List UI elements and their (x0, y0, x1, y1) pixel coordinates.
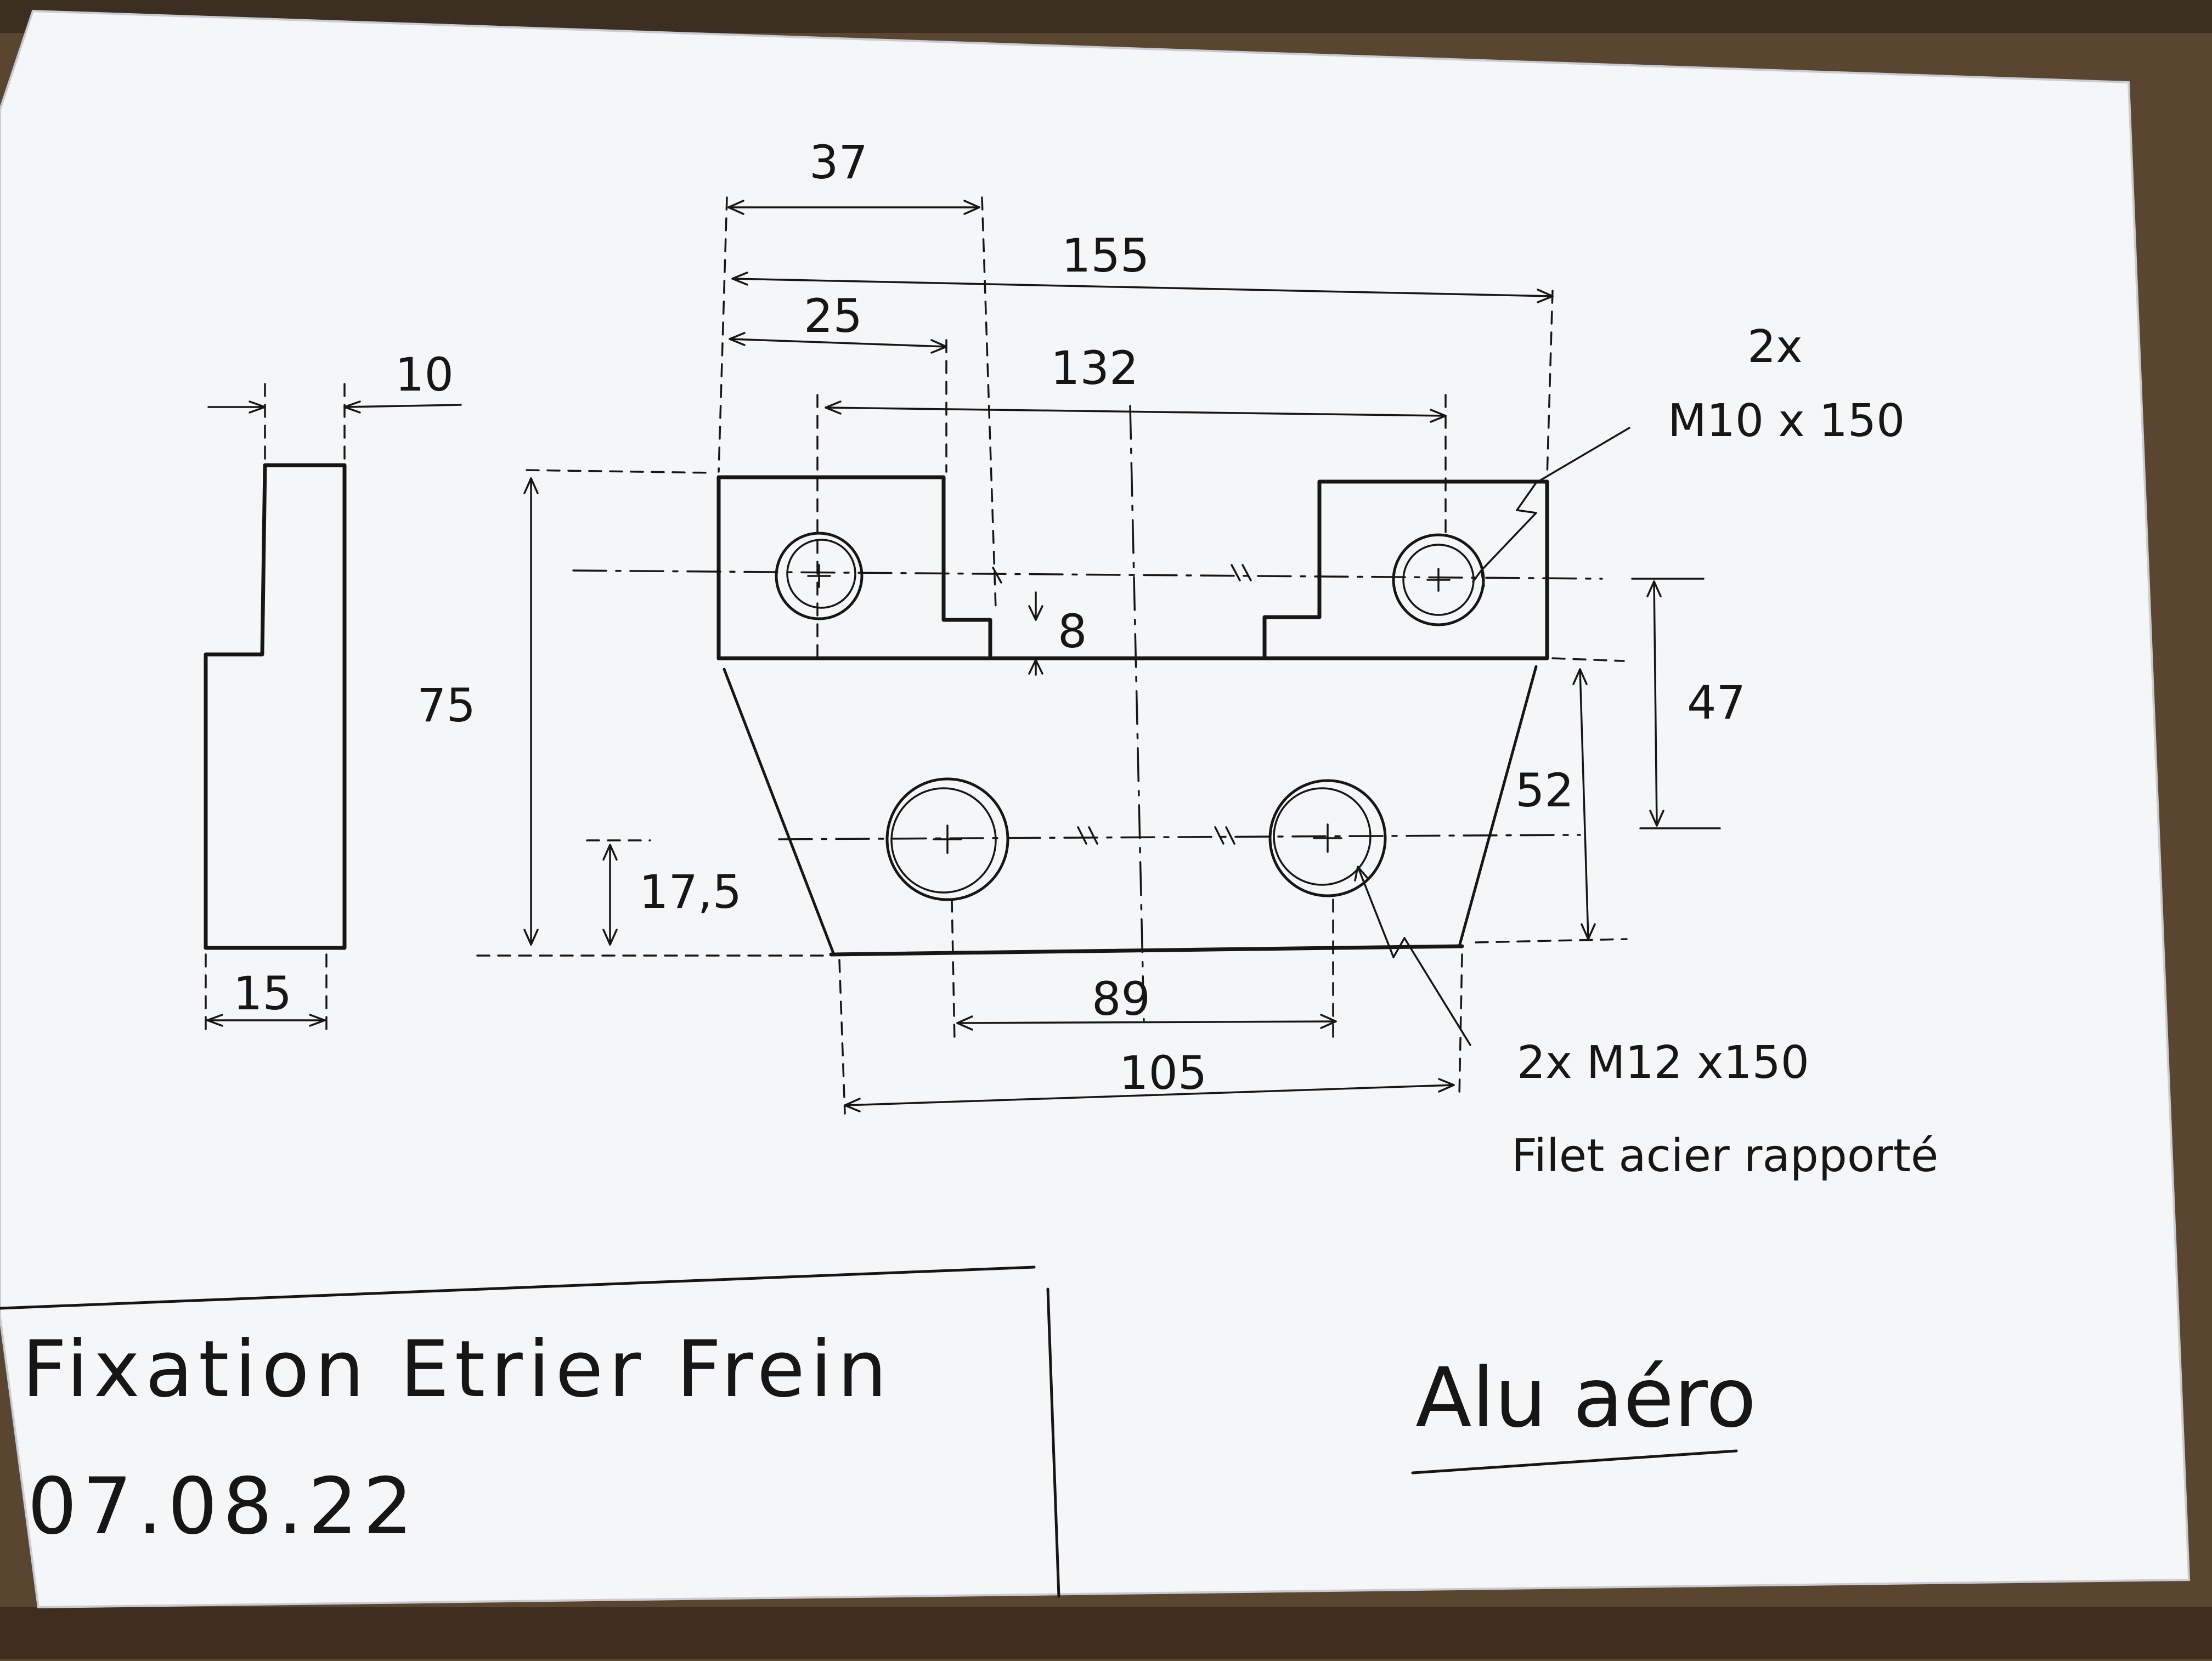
dim-52: 52 (1515, 764, 1574, 817)
dim-89: 89 (1092, 972, 1150, 1026)
material-label: Alu aéro (1415, 1351, 1756, 1446)
note-upper-thread: M10 x 150 (1668, 395, 1905, 447)
paper-sheet (0, 9, 2191, 1609)
dim-75: 75 (417, 679, 476, 732)
dim-25: 25 (804, 289, 862, 343)
dim-8: 8 (1058, 604, 1087, 658)
drawing-date: 07.08.22 (27, 1461, 418, 1552)
dim-17-5: 17,5 (639, 865, 742, 919)
note-lower-insert: Filet acier rapporté (1511, 1130, 1938, 1182)
note-upper-qty: 2x (1747, 321, 1803, 373)
hole-lower-left (885, 777, 1009, 901)
table-plank-bottom (0, 1607, 2212, 1659)
dim-47: 47 (1687, 676, 1746, 730)
note-lower-spec: 2x M12 x150 (1517, 1037, 1809, 1089)
dim-37: 37 (809, 135, 868, 189)
dim-105: 105 (1119, 1046, 1207, 1100)
front-view (572, 405, 1603, 1021)
hole-lower-right (1268, 779, 1387, 897)
dim-155: 155 (1062, 229, 1149, 283)
title-block (0, 1265, 1738, 1598)
side-view (204, 383, 462, 1038)
dimension-lines (476, 196, 1721, 1115)
drawing-title: Fixation Etrier Frein (22, 1324, 893, 1415)
dim-132: 132 (1051, 341, 1138, 395)
dim-10: 10 (395, 348, 454, 402)
hole-upper-left (775, 532, 864, 620)
dim-15: 15 (233, 967, 292, 1020)
leader-lines (1354, 427, 1630, 1046)
